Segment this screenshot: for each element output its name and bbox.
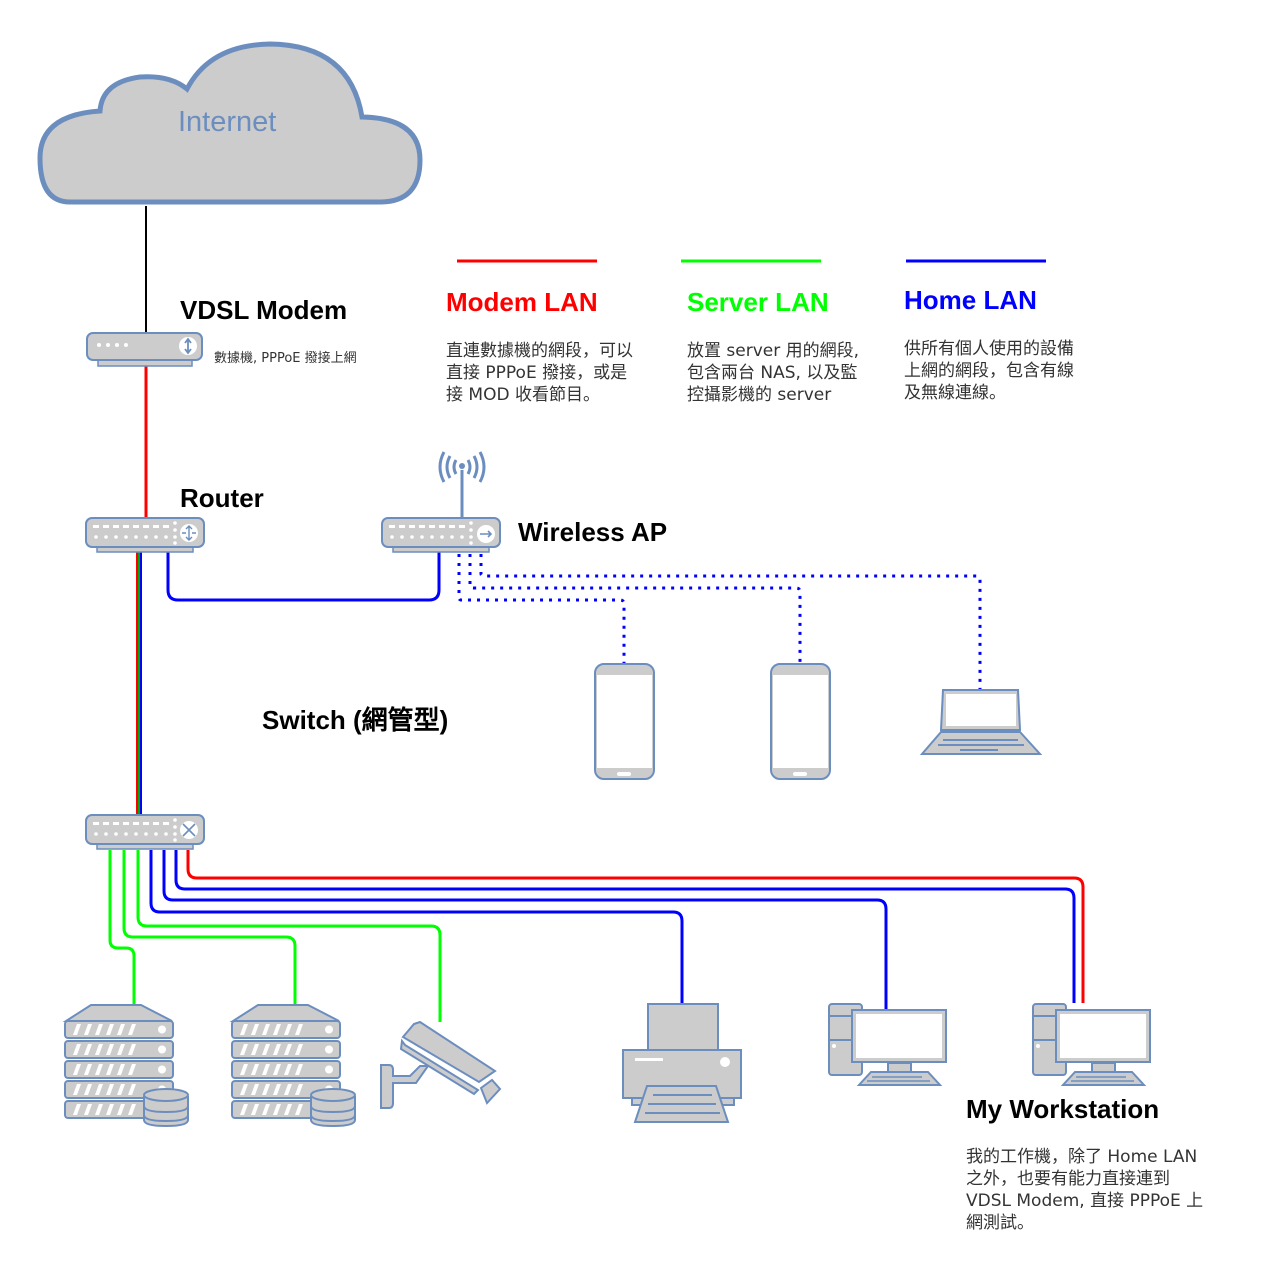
printer-icon[interactable] bbox=[622, 1003, 742, 1123]
legend-title-server-lan: Server LAN bbox=[687, 287, 829, 317]
switch-workstation-blue-link bbox=[174, 850, 1076, 1003]
router-label: Router bbox=[180, 483, 264, 513]
workstation-icon[interactable] bbox=[1032, 1003, 1151, 1086]
workstation-note: 我的工作機，除了 Home LAN 之外，也要有能力直接連到 VDSL Mode… bbox=[966, 1147, 1204, 1233]
desktop-pc-icon[interactable] bbox=[828, 1003, 947, 1086]
nas-server-icon-1[interactable] bbox=[62, 1004, 189, 1128]
trunk-link bbox=[136, 552, 142, 815]
switch-icon[interactable] bbox=[85, 814, 205, 850]
switch-camera-link bbox=[136, 850, 442, 1022]
router-icon[interactable] bbox=[85, 517, 205, 553]
wireless-ap-label: Wireless AP bbox=[518, 517, 668, 547]
wireless-ap-icon[interactable] bbox=[381, 451, 501, 553]
switch-workstation-red-link bbox=[186, 850, 1085, 1003]
switch-pc-link bbox=[162, 850, 888, 1010]
internet-label: Internet bbox=[178, 106, 277, 138]
wifi-link-phone-2 bbox=[468, 554, 802, 664]
modem-note: 數據機, PPPoE 撥接上網 bbox=[214, 351, 357, 366]
legend-desc-server-lan: 放置 server 用的網段, 包含兩台 NAS, 以及監 控攝影機的 serv… bbox=[687, 341, 860, 405]
wifi-link-phone-1 bbox=[457, 554, 626, 664]
legend-desc-modem-lan: 直連數據機的網段，可以 直接 PPPoE 撥接，或是 接 MOD 收看節目。 bbox=[446, 341, 633, 405]
switch-label: Switch (網管型) bbox=[262, 705, 449, 735]
switch-printer-link bbox=[149, 850, 684, 1004]
legend-title-home-lan: Home LAN bbox=[904, 285, 1037, 315]
security-camera-icon[interactable] bbox=[380, 1020, 502, 1109]
internet-cloud bbox=[37, 41, 423, 205]
smartphone-icon-2[interactable] bbox=[770, 663, 831, 780]
wifi-link-laptop bbox=[479, 554, 982, 690]
switch-nas2-link bbox=[122, 850, 297, 1004]
legend-desc-home-lan: 供所有個人使用的設備 上網的網段，包含有線 及無線連線。 bbox=[904, 339, 1074, 403]
workstation-label: My Workstation bbox=[966, 1094, 1160, 1124]
laptop-icon[interactable] bbox=[919, 689, 1043, 755]
modem-label: VDSL Modem bbox=[180, 295, 348, 325]
switch-nas1-link bbox=[108, 850, 136, 1004]
modem-icon[interactable] bbox=[86, 332, 203, 367]
nas-server-icon-2[interactable] bbox=[229, 1004, 356, 1128]
router-ap-link bbox=[166, 552, 441, 602]
legend-title-modem-lan: Modem LAN bbox=[446, 287, 598, 317]
smartphone-icon-1[interactable] bbox=[594, 663, 655, 780]
